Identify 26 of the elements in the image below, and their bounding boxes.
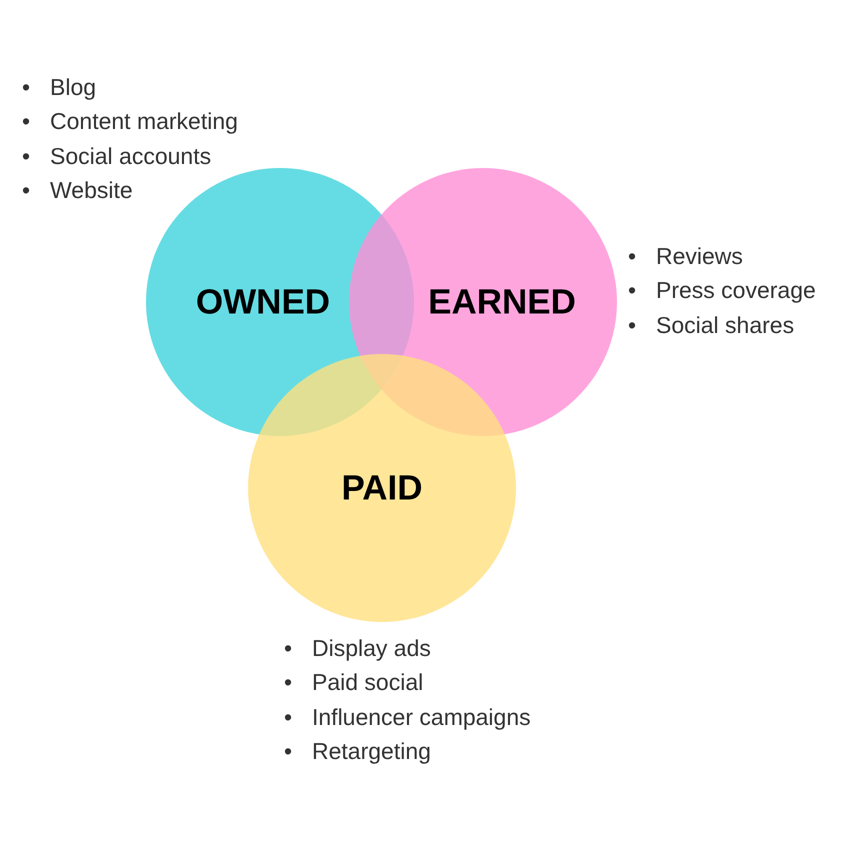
bullet-marker: •	[22, 144, 32, 168]
bullet-item: Retargeting	[312, 740, 431, 764]
bullet-marker: •	[22, 76, 32, 99]
bullet-marker: •	[628, 279, 638, 302]
bullet-marker: •	[22, 110, 32, 134]
bullet-marker: •	[284, 706, 294, 729]
bullet-item: Website	[50, 179, 133, 202]
bullet-marker: •	[22, 179, 32, 202]
bullet-marker: •	[628, 244, 638, 268]
circle-label: EARNED	[428, 284, 576, 320]
circle-label: PAID	[341, 470, 423, 506]
bullet-item: Paid social	[312, 671, 424, 694]
bullet-marker: •	[284, 636, 294, 660]
bullet-item: Reviews	[656, 244, 743, 268]
bullet-item: Social accounts	[50, 144, 212, 168]
bullet-marker: •	[284, 671, 294, 694]
bullet-item: Social shares	[656, 314, 794, 337]
bullet-item: Influencer campaigns	[312, 706, 531, 729]
circle-label: OWNED	[196, 284, 330, 320]
bullet-marker: •	[284, 740, 294, 764]
bullet-item: Content marketing	[50, 110, 238, 134]
venn-circle	[248, 354, 516, 622]
bullet-item: Display ads	[312, 636, 431, 660]
bullet-item: Press coverage	[656, 279, 816, 302]
bullet-item: Blog	[50, 76, 96, 99]
bullet-marker: •	[628, 314, 638, 337]
